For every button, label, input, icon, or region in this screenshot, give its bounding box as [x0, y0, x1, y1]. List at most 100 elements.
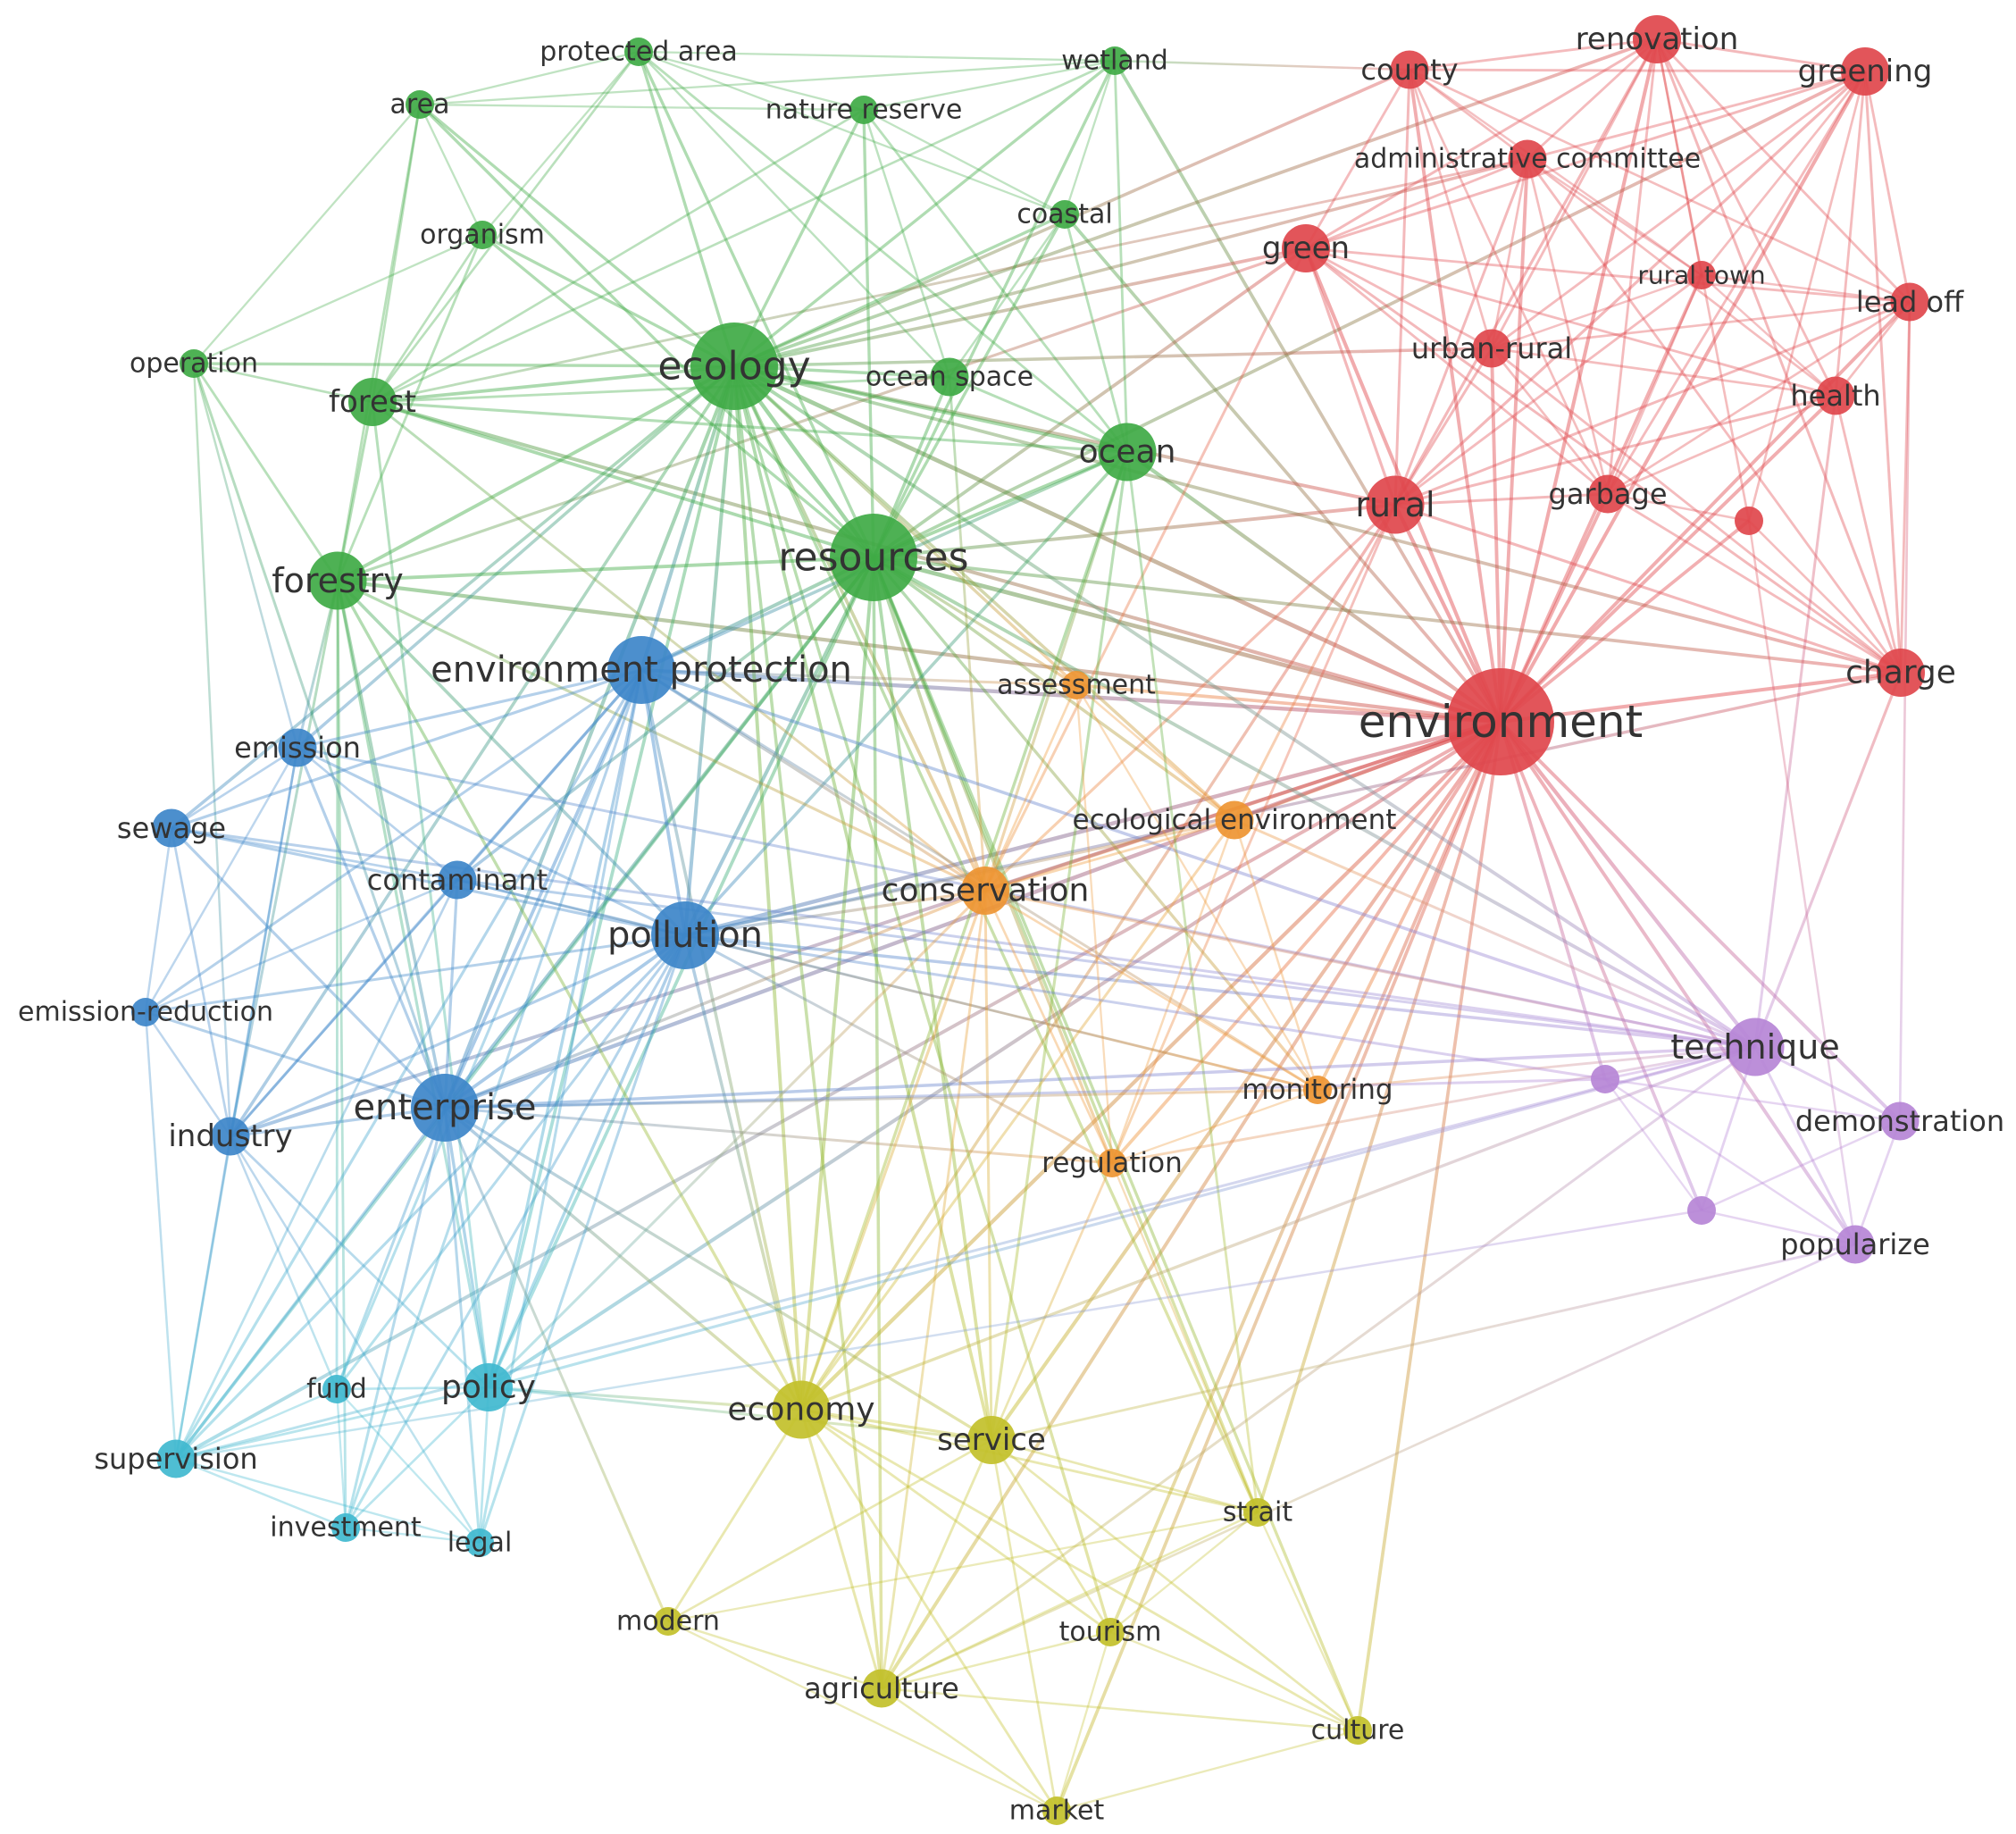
node-sewage[interactable] [152, 808, 191, 848]
node-unlabeled-purple-2[interactable] [1687, 1196, 1716, 1225]
node-organism[interactable] [468, 221, 497, 249]
node-ocean-space[interactable] [930, 357, 969, 397]
node-assessment[interactable] [1062, 671, 1091, 699]
edge-environment-protection-policy [487, 669, 643, 1388]
node-policy[interactable] [464, 1363, 513, 1411]
node-administrative-committee[interactable] [1508, 139, 1547, 179]
node-area[interactable] [406, 90, 434, 119]
node-conservation[interactable] [961, 867, 1009, 915]
node-greening[interactable] [1841, 47, 1889, 96]
label-charge: charge [1845, 655, 1956, 691]
edge-ecology-environment-protection [640, 365, 736, 671]
edge-rural-regulation [1110, 504, 1397, 1164]
node-protected-area[interactable] [624, 38, 653, 66]
node-unlabeled-red[interactable] [1735, 507, 1763, 535]
edge-greening-urban-rural [1491, 70, 1866, 350]
node-supervision[interactable] [156, 1439, 196, 1478]
node-industry[interactable] [211, 1117, 250, 1156]
edge-sewage-technique [171, 826, 1756, 1049]
node-unlabeled-purple-1[interactable] [1591, 1065, 1619, 1093]
node-urban-rural[interactable] [1472, 329, 1511, 368]
node-contaminant[interactable] [438, 860, 477, 900]
edge-ecology-coastal [733, 213, 1066, 368]
edge-contaminant-supervision [174, 879, 459, 1460]
edge-environment-greening [1499, 71, 1867, 723]
node-renovation[interactable] [1633, 15, 1681, 63]
node-emission[interactable] [278, 728, 317, 767]
edge-resources-wetland [872, 60, 1117, 558]
node-popularize[interactable] [1836, 1225, 1875, 1264]
edge-enterprise-policy [443, 1107, 490, 1388]
node-wetland[interactable] [1100, 46, 1129, 75]
edge-ecological-environment-technique [1234, 818, 1756, 1049]
edge-resources-pollution [683, 557, 875, 936]
node-ocean[interactable] [1098, 423, 1157, 482]
edge-resources-forestry [337, 556, 874, 582]
node-legal[interactable] [465, 1528, 494, 1557]
label-forestry: forestry [272, 561, 404, 600]
node-operation[interactable] [180, 349, 208, 378]
edge-policy-fund [336, 1386, 489, 1391]
edge-resources-policy [487, 557, 875, 1388]
edge-assessment-ecological-environment [1075, 684, 1235, 821]
edge-contaminant-emission-reduction [145, 878, 458, 1014]
node-monitoring[interactable] [1303, 1076, 1332, 1104]
node-agriculture[interactable] [862, 1669, 901, 1708]
node-service[interactable] [967, 1416, 1016, 1464]
node-regulation[interactable] [1098, 1149, 1126, 1177]
label-environment-protection: environment protection [431, 649, 852, 691]
node-coastal[interactable] [1050, 200, 1079, 229]
node-lead-off[interactable] [1890, 282, 1929, 322]
edge-policy-economy [488, 1386, 802, 1411]
node-rural-town[interactable] [1687, 261, 1716, 289]
edge-environment-pollution [684, 719, 1502, 938]
edge-ecology-area [418, 103, 736, 368]
node-technique[interactable] [1726, 1017, 1785, 1076]
node-strait[interactable] [1243, 1498, 1272, 1527]
edge-service-market [990, 1439, 1058, 1812]
label-ecological-environment: ecological environment [1073, 804, 1397, 836]
node-forestry[interactable] [308, 551, 367, 610]
edge-greening-county [1409, 68, 1866, 73]
node-emission-reduction[interactable] [131, 998, 160, 1026]
edge-unlabeled-red-charge [1748, 520, 1902, 674]
node-market[interactable] [1042, 1796, 1071, 1825]
node-charge[interactable] [1877, 649, 1925, 697]
node-resources[interactable] [830, 514, 917, 601]
node-forest[interactable] [348, 378, 397, 426]
node-environment[interactable] [1447, 668, 1554, 775]
edge-contaminant-monitoring [456, 878, 1318, 1092]
edge-ecology-operation [193, 362, 735, 368]
node-environment-protection[interactable] [607, 636, 675, 704]
node-enterprise[interactable] [411, 1074, 479, 1142]
label-area: area [390, 89, 450, 121]
node-rural[interactable] [1366, 475, 1425, 534]
node-health[interactable] [1816, 376, 1855, 415]
edge-environment-service [990, 720, 1502, 1442]
node-economy[interactable] [772, 1380, 831, 1439]
node-garbage[interactable] [1588, 474, 1627, 514]
node-modern[interactable] [654, 1607, 682, 1636]
node-culture[interactable] [1343, 1716, 1372, 1745]
node-tourism[interactable] [1096, 1618, 1125, 1646]
edge-health-charge [1834, 395, 1903, 674]
edge-forestry-economy [336, 580, 803, 1411]
edge-county-lead-off [1409, 68, 1911, 304]
label-ocean: ocean [1079, 434, 1176, 471]
node-investment[interactable] [331, 1513, 360, 1542]
node-fund[interactable] [322, 1375, 351, 1403]
node-demonstration[interactable] [1880, 1101, 1920, 1141]
node-county[interactable] [1390, 50, 1429, 89]
edge-assessment-regulation [1075, 684, 1114, 1164]
edge-strait-agriculture [881, 1511, 1259, 1690]
node-ecology[interactable] [690, 322, 778, 410]
edge-unlabeled-purple-1-enterprise [444, 1077, 1606, 1110]
node-nature-reserve[interactable] [849, 96, 878, 124]
node-green[interactable] [1282, 224, 1330, 272]
edge-enterprise-economy [443, 1106, 803, 1411]
edge-environment-enterprise [444, 719, 1502, 1110]
edge-wetland-coastal [1063, 60, 1117, 215]
edge-enterprise-emission-reduction [145, 1010, 446, 1110]
node-ecological-environment[interactable] [1215, 800, 1254, 840]
node-pollution[interactable] [651, 901, 719, 969]
